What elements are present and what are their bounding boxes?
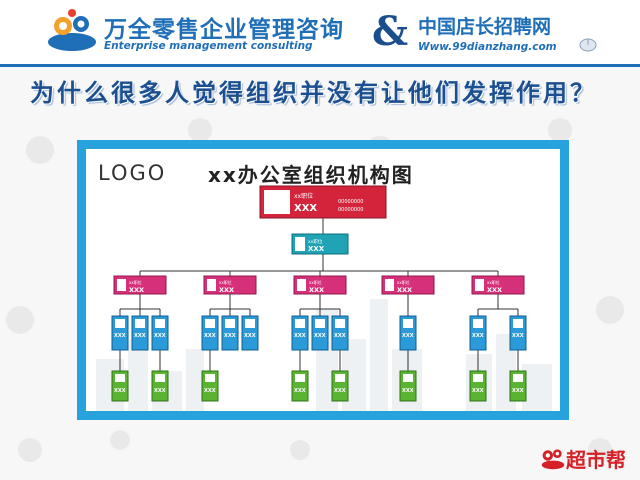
staff-photo-placeholder: [295, 319, 305, 328]
header-divider: [0, 64, 640, 67]
mouse-icon: [579, 38, 597, 52]
worker-photo-placeholder: [205, 374, 215, 382]
top-position-label: xx职位: [294, 192, 313, 200]
footer-brand: 超市帮: [566, 448, 626, 472]
worker-position-name: XXX: [154, 388, 166, 394]
dept-position-name: XXX: [397, 286, 412, 294]
staff-photo-placeholder: [513, 319, 523, 328]
partner-url: Www.99dianzhang.com: [418, 41, 557, 53]
dept-photo-placeholder: [207, 279, 216, 291]
dept-position-label: xx职位: [219, 279, 232, 285]
staff-position-name: XXX: [134, 333, 146, 339]
worker-photo-placeholder: [403, 374, 413, 382]
staff-position-name: XXX: [114, 333, 126, 339]
dept-position-name: XXX: [219, 286, 234, 294]
staff-photo-placeholder: [335, 319, 345, 328]
worker-photo-placeholder: [473, 374, 483, 382]
staff-photo-placeholder: [115, 319, 125, 328]
dept-photo-placeholder: [475, 279, 484, 291]
dept-position-name: XXX: [129, 286, 144, 294]
staff-position-name: XXX: [244, 333, 256, 339]
staff-photo-placeholder: [315, 319, 325, 328]
staff-photo-placeholder: [403, 319, 413, 328]
top-position-info-2: 00000000: [338, 207, 363, 213]
worker-photo-placeholder: [513, 374, 523, 382]
chart-logo-text: LOGO: [98, 161, 167, 185]
worker-position-name: XXX: [334, 388, 346, 394]
header-bar: 万全零售企业管理咨询 Enterprise management consult…: [0, 0, 640, 64]
worker-position-name: XXX: [402, 388, 414, 394]
worker-photo-placeholder: [295, 374, 305, 382]
staff-photo-placeholder: [135, 319, 145, 328]
deputy-photo-placeholder: [295, 237, 305, 251]
partner-name-cn: 中国店长招聘网: [418, 16, 552, 38]
dept-position-box: [293, 275, 347, 295]
org-chart-diagram: xx职位XXX0000000000000000xx职位XXXxx职位XXXxx职…: [96, 185, 552, 411]
dept-position-label: xx职位: [397, 279, 410, 285]
staff-position-name: XXX: [224, 333, 236, 339]
staff-photo-placeholder: [155, 319, 165, 328]
staff-photo-placeholder: [205, 319, 215, 328]
chart-title: xx办公室组织机构图: [208, 163, 414, 187]
deputy-position-box: [291, 233, 349, 255]
slide-title: 为什么很多人觉得组织并没有让他们发挥作用？: [30, 79, 597, 107]
dept-position-box: [113, 275, 167, 295]
dept-position-label: xx职位: [309, 279, 322, 285]
staff-position-name: XXX: [204, 333, 216, 339]
dept-position-box: [471, 275, 525, 295]
worker-photo-placeholder: [115, 374, 125, 382]
deputy-position-name: XXX: [308, 245, 325, 253]
worker-position-name: XXX: [114, 388, 126, 394]
worker-position-name: XXX: [204, 388, 216, 394]
brand-name-en: Enterprise management consulting: [104, 40, 313, 52]
footer-logo-icon: [541, 449, 565, 470]
brand-logo-icon: [48, 9, 96, 51]
top-position-info: 00000000: [338, 199, 363, 205]
position-boxes: xx职位XXX0000000000000000xx职位XXXxx职位XXXxx职…: [111, 185, 527, 402]
staff-position-name: XXX: [334, 333, 346, 339]
connector-lines: [119, 218, 519, 371]
staff-position-name: XXX: [512, 333, 524, 339]
worker-position-name: XXX: [472, 388, 484, 394]
dept-photo-placeholder: [117, 279, 126, 291]
dept-photo-placeholder: [385, 279, 394, 291]
worker-position-name: XXX: [294, 388, 306, 394]
staff-position-name: XXX: [472, 333, 484, 339]
dept-position-name: XXX: [309, 286, 324, 294]
staff-photo-placeholder: [225, 319, 235, 328]
staff-position-name: XXX: [402, 333, 414, 339]
staff-photo-placeholder: [473, 319, 483, 328]
brand-name-cn: 万全零售企业管理咨询: [104, 17, 344, 43]
worker-position-name: XXX: [512, 388, 524, 394]
dept-position-box: [203, 275, 257, 295]
dept-position-box: [381, 275, 435, 295]
deputy-position-label: xx职位: [308, 238, 323, 245]
staff-position-name: XXX: [314, 333, 326, 339]
ampersand: &: [372, 8, 409, 55]
dept-position-label: xx职位: [129, 279, 142, 285]
staff-position-name: XXX: [294, 333, 306, 339]
staff-photo-placeholder: [245, 319, 255, 328]
top-photo-placeholder: [264, 190, 290, 214]
top-position-name: XXX: [294, 203, 317, 214]
worker-photo-placeholder: [335, 374, 345, 382]
dept-position-name: XXX: [487, 286, 502, 294]
staff-position-name: XXX: [154, 333, 166, 339]
worker-photo-placeholder: [155, 374, 165, 382]
dept-position-label: xx职位: [487, 279, 500, 285]
dept-photo-placeholder: [297, 279, 306, 291]
